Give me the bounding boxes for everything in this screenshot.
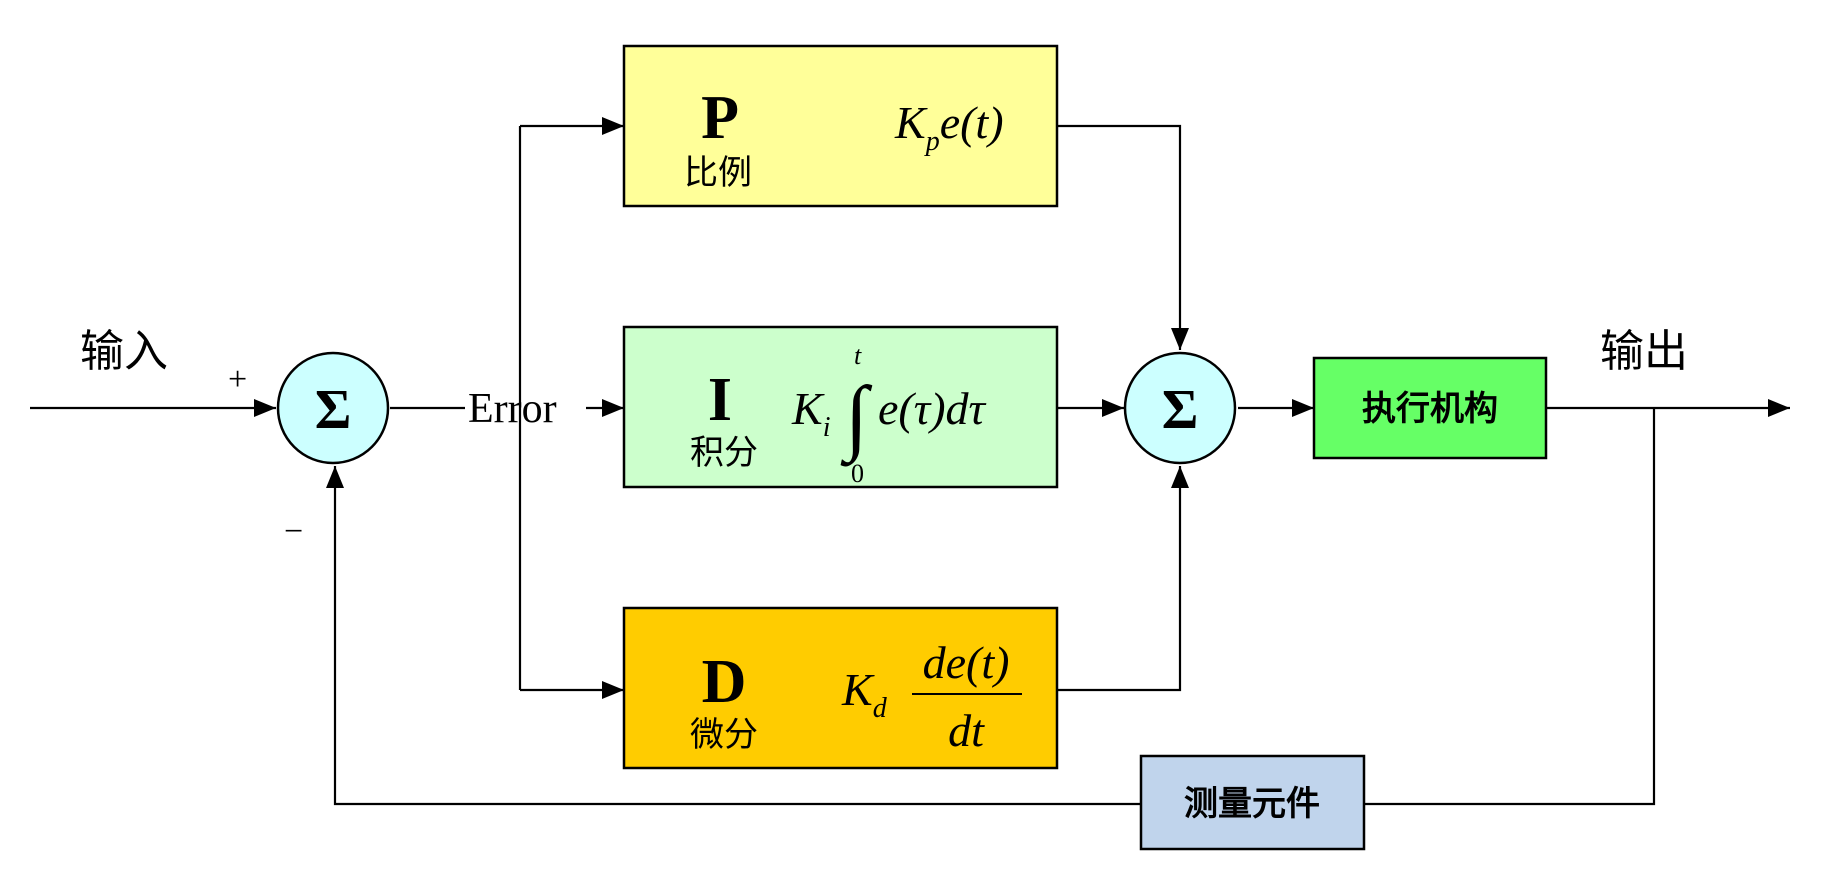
i-block-box [622,325,1059,489]
i-name: 积分 [690,433,758,473]
d-formula-k: Kd [841,664,888,724]
p-formula-sub: p [924,126,940,157]
summing-junction-input: Σ [276,351,390,465]
d-letter: D [702,648,747,716]
feedback-left-line [326,466,1141,806]
sum2-circle [1123,351,1237,465]
summing-junction-output: Σ [1123,351,1237,465]
integral-sign: ∫ [840,370,873,467]
p-formula-k: K [894,97,928,148]
actuator-block: 执行机构 [1312,356,1548,460]
p-formula-rest: e(t) [940,97,1004,148]
d-denominator: dt [948,705,985,756]
i-formula-sub: i [823,412,831,443]
i-letter: I [708,366,732,434]
integral-lower-limit: 0 [851,459,864,488]
p-to-sum2-line [1057,124,1189,350]
sensor-label: 测量元件 [1184,784,1320,824]
sensor-block: 测量元件 [1139,754,1366,851]
actuator-box [1312,356,1548,460]
input-label: 输入 [80,326,168,377]
output-label: 输出 [1600,326,1688,377]
error-label: Error [468,386,557,432]
p-block-box [622,44,1059,208]
d-name: 微分 [690,715,758,755]
plus-sign: + [228,361,247,398]
sum1-circle [276,351,390,465]
feedback-right-line [1364,408,1656,806]
i-formula-rest: e(τ)dτ [878,383,987,434]
d-numerator: de(t) [923,637,1010,688]
connection-lines [30,117,1790,806]
p-name: 比例 [684,153,752,193]
d-block: D 微分 Kd de(t) dt [622,606,1059,770]
sum2-sigma: Σ [1162,379,1199,441]
sensor-box [1139,754,1366,851]
d-block-box [622,606,1059,770]
actuator-label: 执行机构 [1362,389,1498,429]
p-block: P 比例 Kpe(t) [622,44,1059,208]
minus-sign: − [284,513,303,550]
sum1-sigma: Σ [315,379,352,441]
i-formula-k: Ki [791,383,830,443]
p-formula: Kpe(t) [894,97,1004,157]
integral-upper-limit: t [854,341,862,370]
i-block: I 积分 Ki ∫ t 0 e(τ)dτ [622,325,1059,489]
p-letter: P [701,84,739,152]
d-to-sum2-line [1057,466,1189,692]
d-formula-sub: d [873,693,888,724]
